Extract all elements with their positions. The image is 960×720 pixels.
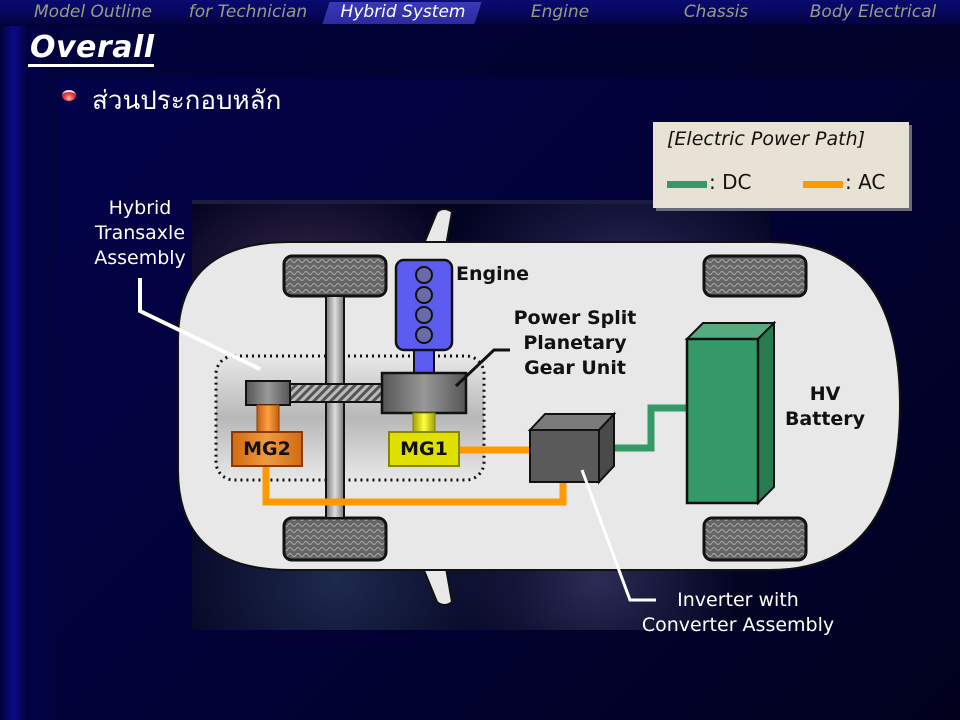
inverter-callout-line: Converter Assembly	[641, 614, 835, 636]
wheel-rear-right	[702, 516, 808, 562]
engine-cylinder	[415, 266, 433, 284]
engine-cylinder	[415, 306, 433, 324]
engine-cylinder	[415, 326, 433, 344]
dc-swatch	[667, 181, 707, 188]
nav-body-electrical[interactable]: Body Electrical	[809, 2, 937, 22]
engine-label: Engine	[456, 263, 530, 285]
power-path-legend: [Electric Power Path] : DC : AC	[653, 122, 909, 208]
dc-label: : DC	[709, 170, 752, 194]
mg2-block	[231, 431, 303, 467]
ac-path-mg2-inverter	[262, 466, 567, 506]
wheel-front-left	[282, 254, 388, 298]
nav-model-outline[interactable]: Model Outline	[34, 2, 152, 22]
psgu-label-line: Planetary	[523, 332, 627, 354]
red-bullet-icon	[62, 90, 76, 101]
counter-gear-shaft	[287, 383, 385, 403]
battery-label-line: HV	[809, 383, 841, 405]
nav-for-technician[interactable]: for Technician	[188, 2, 308, 22]
mg2-label: MG2	[243, 438, 291, 460]
engine-cylinder	[415, 286, 433, 304]
mg1-label: MG1	[400, 438, 448, 460]
psgu-label-line: Power Split	[513, 307, 637, 329]
dc-path-inverter-battery	[606, 404, 688, 452]
left-decorative-stripe	[0, 26, 30, 720]
mg1-shaft	[412, 412, 436, 434]
battery-side	[757, 320, 775, 506]
mg1-block	[388, 431, 460, 467]
inverter-leader	[580, 469, 656, 602]
left-mirror	[421, 208, 454, 247]
engine-block	[394, 258, 454, 352]
battery-label-line: Battery	[784, 408, 866, 430]
inverter-callout: Inverter with Converter Assembly	[624, 588, 852, 638]
front-axle	[325, 295, 345, 519]
left-decorative-shade	[30, 26, 60, 720]
title-underline	[28, 64, 154, 67]
right-mirror	[421, 567, 454, 606]
legend-title: [Electric Power Path]	[667, 128, 866, 150]
top-nav-bar: Model Outline for Technician Hybrid Syst…	[0, 0, 960, 26]
psgu-label-line: Gear Unit	[524, 357, 626, 379]
nav-hybrid-system[interactable]: Hybrid System	[340, 2, 466, 22]
transaxle-callout-line: Transaxle	[94, 222, 186, 244]
page-title: Overall	[30, 30, 155, 65]
psgu-leader	[454, 348, 510, 388]
nav-engine[interactable]: Engine	[530, 2, 590, 22]
subheading: ส่วนประกอบหลัก	[92, 86, 282, 116]
transaxle-callout-line: Hybrid	[108, 197, 172, 219]
transaxle-leader	[138, 278, 261, 371]
mg2-shaft	[256, 404, 280, 434]
transaxle-callout-line: Assembly	[94, 247, 186, 269]
battery-front	[685, 337, 760, 505]
wheel-rear-left	[702, 254, 808, 298]
wheel-front-right	[282, 516, 388, 562]
psgu-label: Power Split Planetary Gear Unit	[510, 306, 640, 381]
nav-chassis[interactable]: Chassis	[683, 2, 749, 22]
ac-label: : AC	[845, 170, 886, 194]
mg2-reduction-gear	[245, 380, 291, 406]
power-split-unit	[380, 371, 468, 415]
inverter-front	[529, 429, 600, 483]
ac-swatch	[803, 181, 843, 188]
transaxle-callout: Hybrid Transaxle Assembly	[80, 196, 200, 271]
inverter-callout-line: Inverter with	[677, 589, 799, 611]
battery-label: HV Battery	[780, 382, 870, 432]
